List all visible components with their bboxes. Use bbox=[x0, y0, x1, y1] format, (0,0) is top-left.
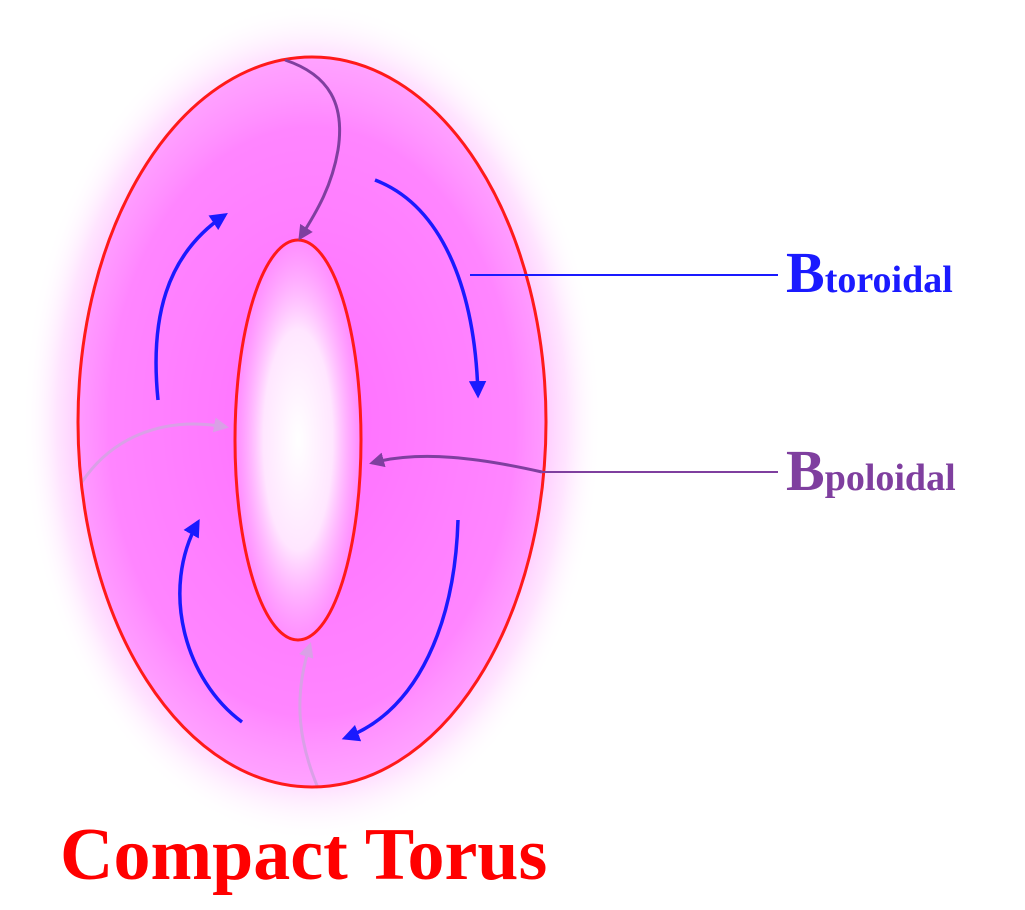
toroidal-label-subscript: toroidal bbox=[825, 259, 953, 301]
toroidal-field-arrow-lower-left bbox=[178, 518, 244, 724]
poloidal-field-line-back-bottom bbox=[298, 642, 320, 789]
torus-inner-outline bbox=[233, 238, 363, 642]
diagram-caption: Compact Torus bbox=[60, 814, 548, 896]
torus-hole bbox=[235, 240, 361, 640]
torus-outer-outline bbox=[76, 55, 548, 789]
poloidal-label-subscript: poloidal bbox=[825, 457, 956, 499]
poloidal-field-line-top bbox=[284, 58, 342, 241]
poloidal-field-line-right bbox=[369, 452, 543, 474]
toroidal-field-arrow-upper-left bbox=[154, 213, 228, 401]
toroidal-label-prefix: B bbox=[786, 240, 825, 305]
toroidal-field-label: Btoroidal bbox=[786, 240, 953, 305]
poloidal-field-label: Bpoloidal bbox=[786, 438, 956, 503]
poloidal-label-prefix: B bbox=[786, 438, 825, 503]
poloidal-field-line-back-left bbox=[80, 417, 229, 483]
toroidal-field-arrow-lower-right bbox=[341, 519, 460, 742]
toroidal-field-arrow-upper-right bbox=[374, 178, 487, 399]
